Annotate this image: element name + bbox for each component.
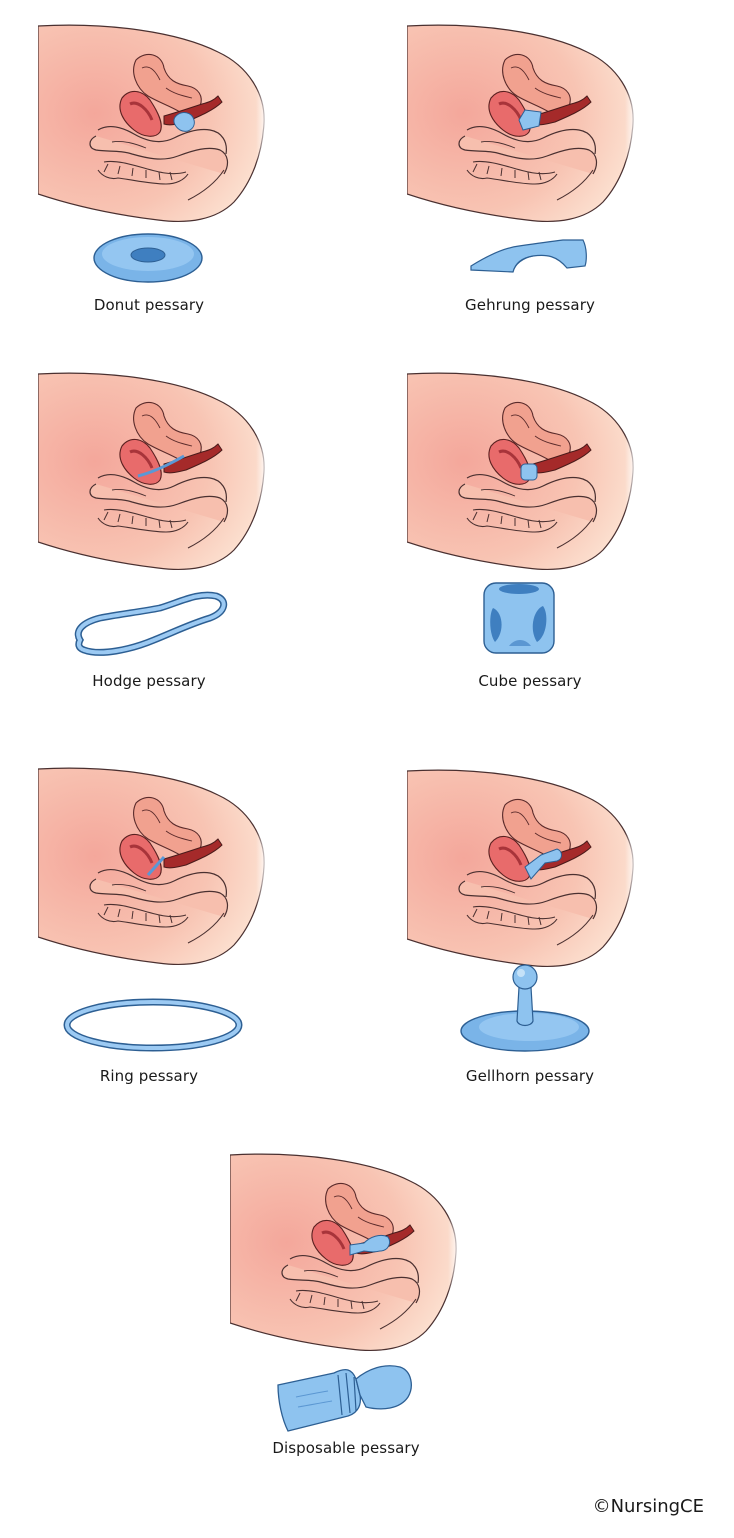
disposable-pessary-icon [276,1357,414,1435]
pessary-label: Gellhorn pessary [410,1067,650,1085]
gellhorn-pessary-icon [459,963,593,1055]
anatomy-illustration [38,372,270,572]
anatomy-illustration [407,769,639,969]
anatomy-illustration [230,1153,462,1353]
anatomy-illustration [38,767,270,967]
cube-pessary-icon [481,580,557,656]
panel-disposable: Disposable pessary [190,1135,550,1475]
ring-pessary-icon [62,997,244,1053]
gehrung-pessary-icon [467,234,589,278]
pessary-label: Ring pessary [29,1067,269,1085]
panel-donut: Donut pessary [0,0,367,330]
copyright-credit: ©NursingCE [593,1496,704,1517]
cube-pessary-in-situ [521,464,537,480]
panel-ring: Ring pessary [0,745,367,1095]
panel-cube: Cube pessary [367,350,734,700]
pessary-label: Gehrung pessary [410,296,650,314]
anatomy-illustration [407,372,639,572]
hodge-pessary-icon [70,590,228,658]
pessary-label: Hodge pessary [29,672,269,690]
pessary-label: Disposable pessary [226,1439,466,1457]
panel-hodge: Hodge pessary [0,350,367,700]
pessary-label: Cube pessary [410,672,650,690]
pessary-label: Donut pessary [29,296,269,314]
anatomy-illustration [407,24,639,224]
panel-gehrung: Gehrung pessary [367,0,734,330]
anatomy-illustration [38,24,270,224]
donut-pessary-icon [92,232,204,284]
panel-gellhorn: Gellhorn pessary [367,745,734,1095]
